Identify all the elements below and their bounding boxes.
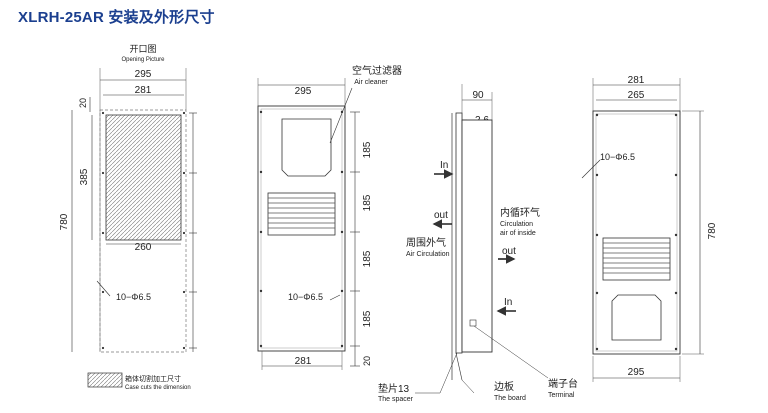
front-holes (259, 110, 344, 348)
side-out-right: out (502, 246, 516, 257)
front-right-scale (350, 111, 360, 367)
internal-air-en1: Circulation (500, 221, 533, 228)
back-louvre (602, 237, 671, 281)
opening-dim-385: 385 (79, 168, 90, 185)
side-flange (455, 112, 463, 354)
mounting-holes (101, 111, 186, 350)
front-dim-185-a: 185 (362, 141, 373, 158)
front-hole-label: 10−Φ6.5 (288, 292, 323, 302)
leader-line (473, 325, 549, 379)
board-en: The board (494, 395, 526, 402)
front-dim-185-d: 185 (362, 310, 373, 327)
opening-hole-label: 10−Φ6.5 (116, 292, 151, 302)
leader-line (581, 159, 601, 179)
front-dim-185-b: 185 (362, 194, 373, 211)
external-air-cn: 周围外气 (406, 236, 446, 249)
side-out-left: out (434, 210, 448, 221)
external-air-en: Air Circulation (406, 251, 450, 258)
legend: 箱体切割加工尺寸 Case cuts the dimension (87, 372, 191, 391)
front-dim-295: 295 (295, 86, 312, 97)
back-holes (595, 113, 678, 351)
leader-line (329, 87, 353, 144)
page-title: XLRH-25AR 安装及外形尺寸 (18, 9, 215, 26)
spacer-cn: 垫片13 (378, 382, 410, 395)
legend-swatch (87, 372, 123, 388)
leader-line (96, 280, 111, 297)
side-in-bottom: In (504, 297, 512, 308)
opening-title-en: Opening Picture (121, 57, 165, 63)
back-dim-281: 281 (628, 75, 645, 86)
legend-en: Case cuts the dimension (125, 385, 191, 391)
opening-title-cn: 开口图 (129, 44, 156, 54)
back-hole-label: 10−Φ6.5 (600, 152, 635, 162)
opening-dim-281: 281 (135, 85, 152, 96)
internal-air-cn: 内循环气 (500, 206, 540, 219)
terminal-en: Terminal (548, 392, 575, 399)
cutout-area (105, 114, 182, 241)
air-cleaner-window (281, 118, 332, 177)
opening-dim-260: 260 (135, 242, 152, 253)
spacer-en: The spacer (378, 396, 414, 403)
opening-dim-20: 20 (78, 98, 88, 108)
leader-line (329, 294, 341, 301)
front-view: 295 空气过滤器 Air cleaner (257, 64, 402, 370)
internal-air-en2: air of inside (500, 230, 536, 237)
board-cn: 边板 (494, 380, 514, 393)
front-louvre (267, 192, 336, 236)
back-view: 281 265 10−Φ6.5 780 (581, 75, 718, 382)
front-dim-20: 20 (362, 356, 372, 366)
opening-picture: 开口图 Opening Picture 295 281 20 385 780 (59, 44, 197, 353)
front-dim-281: 281 (295, 356, 312, 367)
back-dim-780: 780 (707, 222, 718, 239)
opening-dim-780: 780 (59, 213, 70, 230)
front-dim-185-c: 185 (362, 250, 373, 267)
opening-dim-295: 295 (135, 69, 152, 80)
terminal-block (469, 319, 477, 327)
side-view: 90 2.6 In out 周围外气 Air Circulation 内循环气 … (378, 84, 578, 403)
side-in-top: In (440, 160, 448, 171)
air-cleaner-cn: 空气过滤器 (352, 64, 402, 77)
case-outline (99, 109, 187, 353)
air-cleaner-en: Air cleaner (354, 79, 388, 86)
opening-right-scale (189, 112, 197, 352)
legend-cn: 箱体切割加工尺寸 (125, 374, 181, 383)
side-body (461, 119, 493, 353)
back-dim-295: 295 (628, 367, 645, 378)
back-filter-window (611, 294, 662, 341)
back-dim-265: 265 (628, 90, 645, 101)
side-dim-90: 90 (472, 90, 484, 101)
terminal-cn: 端子台 (548, 377, 578, 390)
leader-line (461, 379, 475, 394)
